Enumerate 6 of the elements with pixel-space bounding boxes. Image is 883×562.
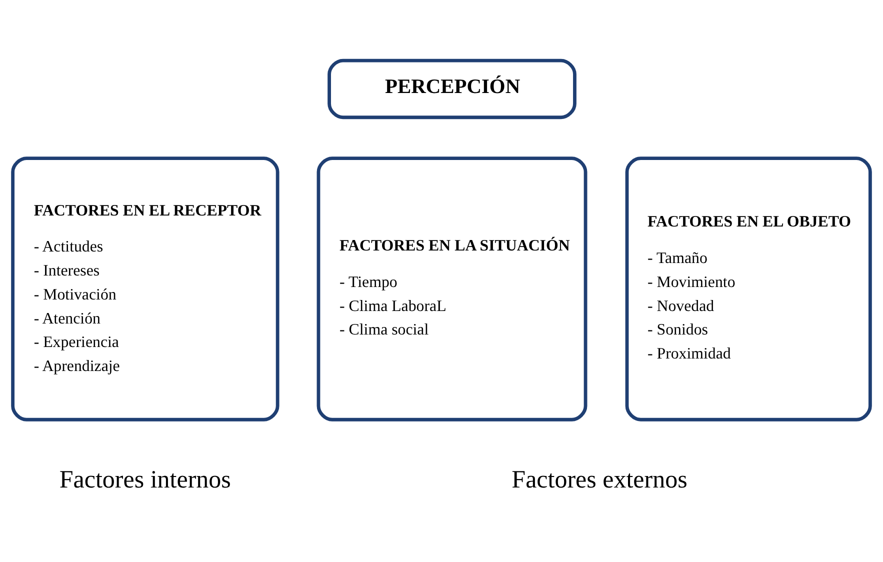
- node-box: FACTORES EN EL RECEPTOR - Actitudes - Intereses - Motivación - Atención - Experiencia - Aprendizaje: [11, 156, 280, 422]
- node-box: FACTORES EN LA SITUACIÓN - Tiempo - Clima LaboraL - Clima social: [316, 156, 588, 422]
- label: Factores internos: [59, 466, 231, 494]
- node-box: FACTORES EN EL OBJETO - Tamaño - Movimiento - Novedad - Sonidos - Proximidad: [625, 156, 872, 422]
- node-box: PERCEPCIÓN: [328, 58, 576, 120]
- label: Factores externos: [512, 466, 688, 494]
